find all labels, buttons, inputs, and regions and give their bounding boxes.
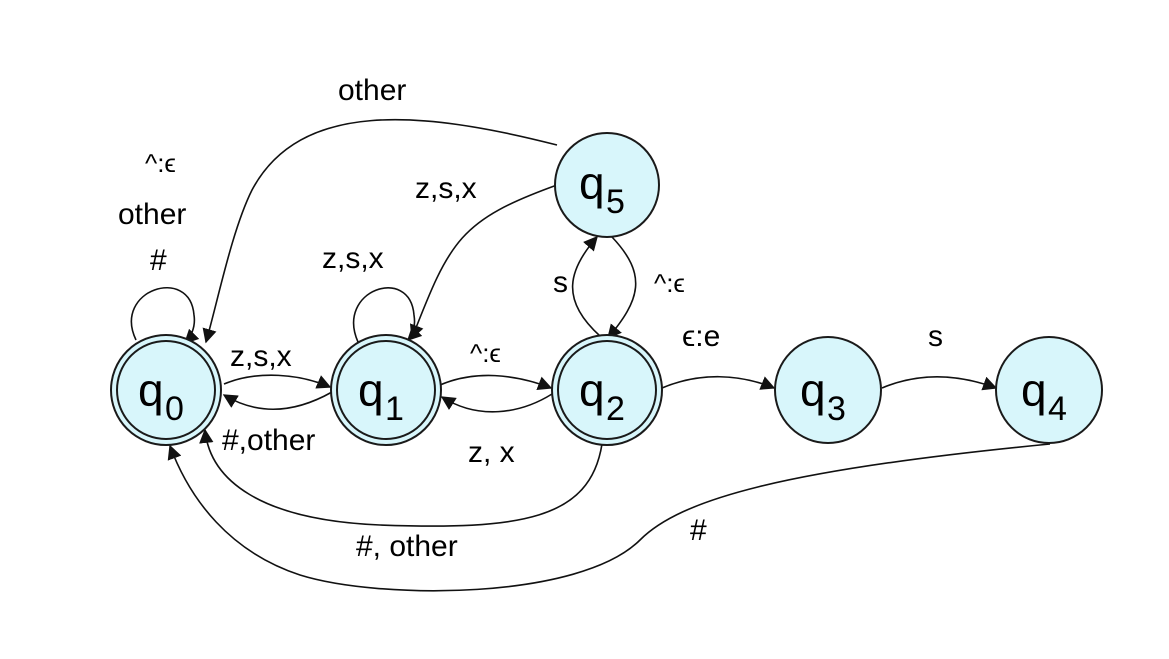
edge-q5-q1 <box>409 184 558 340</box>
state-q2: q 2 <box>551 334 663 446</box>
edge-q0-q1 <box>223 374 332 389</box>
state-letter: q <box>579 157 605 209</box>
state-q3: q 3 <box>774 336 882 444</box>
edge-q2-q5 <box>571 235 601 337</box>
edge-q1-q1 <box>352 287 423 343</box>
edge-label-q5-q0: other <box>338 74 406 107</box>
edge-label-q2-q0: #, other <box>356 530 458 563</box>
state-index: 0 <box>165 390 184 428</box>
edge-label-q2-q3: ϵ:e <box>682 320 720 353</box>
state-q1: q 1 <box>330 334 442 446</box>
edge-q1-q2 <box>439 374 553 391</box>
edge-q2-q3 <box>661 375 776 390</box>
state-letter: q <box>579 364 605 416</box>
state-index: 4 <box>1048 390 1067 428</box>
edge-label-q2-q5: s <box>553 266 568 299</box>
state-index: 5 <box>606 183 625 221</box>
edge-label-q1-q2: ^:ϵ <box>470 338 501 368</box>
edge-label-q5-q2: ^:ϵ <box>654 268 685 298</box>
state-q0: q 0 <box>110 334 222 446</box>
edge-q3-q4 <box>881 375 998 391</box>
edge-q1-q0 <box>222 391 333 410</box>
edge-label-q3-q4: s <box>928 320 943 353</box>
edge-label-q0-q0-c: # <box>150 244 167 277</box>
state-index: 2 <box>606 390 625 428</box>
edge-label-q0-q1: z,s,x <box>230 340 292 373</box>
edge-label-q1-q1: z,s,x <box>322 242 384 275</box>
edge-q4-q0 <box>167 443 1051 592</box>
edge-label-q2-q1: z, x <box>468 436 515 469</box>
edge-label-q0-q0-a: ^:ϵ <box>145 148 176 178</box>
state-letter: q <box>138 364 164 416</box>
state-index: 3 <box>827 390 846 428</box>
state-letter: q <box>358 364 384 416</box>
edge-q5-q0 <box>202 118 558 344</box>
state-q5: q 5 <box>554 132 660 238</box>
state-letter: q <box>1021 364 1047 416</box>
state-index: 1 <box>385 390 404 428</box>
edge-q0-q0 <box>130 287 200 345</box>
edge-label-q1-q0: #,other <box>222 424 315 457</box>
edge-label-q0-q0-b: other <box>118 198 186 231</box>
state-q4: q 4 <box>995 336 1103 444</box>
edge-q2-q1 <box>440 393 553 413</box>
edge-label-q5-q1: z,s,x <box>415 172 477 205</box>
edge-label-q4-q0: # <box>690 514 707 547</box>
edge-q5-q2 <box>607 236 637 340</box>
state-letter: q <box>800 364 826 416</box>
edge-q2-q0 <box>199 428 603 527</box>
